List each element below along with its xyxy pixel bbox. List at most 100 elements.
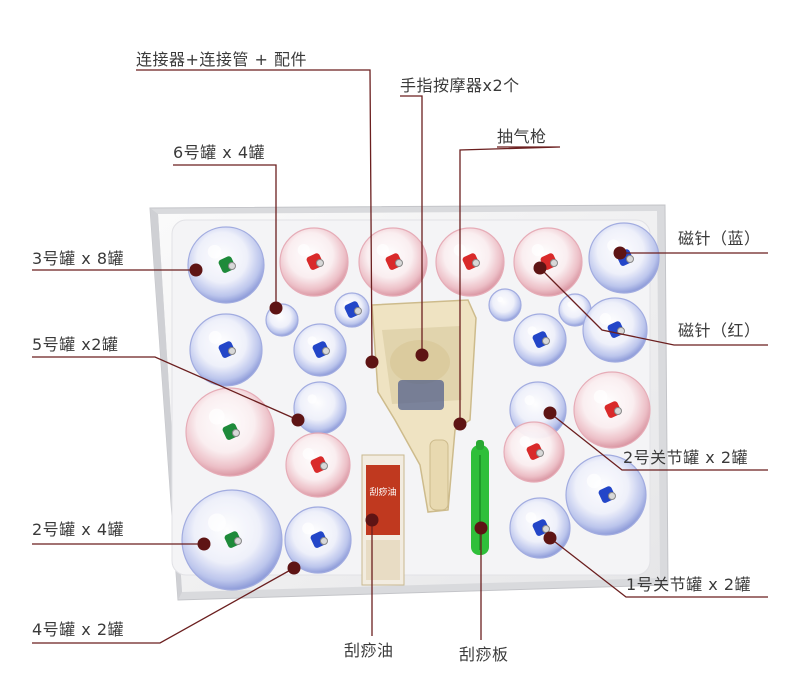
marker-dot: [474, 521, 488, 535]
oil-box-text: 刮痧油: [369, 486, 396, 498]
valve-magnet-ball: [320, 537, 328, 545]
valve-magnet-ball: [542, 525, 550, 533]
jar-highlight: [567, 301, 574, 308]
cupping-jar: [185, 387, 275, 477]
jar-highlight: [599, 313, 612, 325]
jar-highlight: [376, 243, 389, 257]
valve-magnet-ball: [228, 347, 236, 355]
valve-magnet-ball: [614, 407, 622, 415]
leader-line: [32, 356, 299, 421]
leader-line: [400, 95, 423, 355]
cupping-jar: [503, 421, 565, 483]
marker-dot: [415, 348, 429, 362]
cupping-jar: [279, 227, 349, 297]
label-magnet-blue: 磁针（蓝）: [678, 229, 761, 248]
cupping-jar: [488, 288, 522, 322]
jar-highlight: [307, 394, 317, 404]
label-cup-2: 2号罐 x 4罐: [32, 520, 125, 539]
label-cup-3: 3号罐 x 8罐: [32, 249, 125, 268]
jar-highlight: [525, 512, 537, 523]
valve-magnet-ball: [234, 537, 242, 545]
marker-dot: [533, 261, 547, 275]
cupping-jar: [565, 454, 647, 536]
cupping-jar: [582, 297, 648, 363]
marker-dot: [291, 413, 305, 427]
label-joint-cup-1: 1号关节罐 x 2罐: [626, 575, 752, 594]
marker-dot: [365, 355, 379, 369]
valve-magnet-ball: [316, 259, 324, 267]
leader-line: [549, 537, 768, 598]
label-scraping-board: 刮痧板: [459, 645, 509, 664]
jar-highlight: [208, 408, 225, 425]
label-magnet-red: 磁针（红）: [678, 321, 761, 340]
jar-highlight: [524, 395, 535, 406]
leader-line: [459, 146, 561, 424]
jar-highlight: [302, 448, 315, 460]
valve-magnet-ball: [322, 347, 330, 355]
valve-magnet-ball: [542, 337, 550, 345]
cupping-jar: [285, 432, 351, 498]
cupping-jar: [573, 371, 651, 449]
cupping-jar: [293, 381, 347, 435]
cupping-jar: [334, 292, 370, 328]
jar-highlight: [586, 473, 602, 489]
pump-gun: [371, 299, 477, 513]
valve-magnet-ball: [550, 259, 558, 267]
marker-dot: [189, 263, 203, 277]
leader-line: [549, 412, 768, 471]
label-pump-gun: 抽气枪: [497, 127, 547, 146]
jar-highlight: [297, 243, 310, 257]
label-finger-massager: 手指按摩器x2个: [400, 76, 520, 95]
marker-dot: [543, 406, 557, 420]
scraper-board: [471, 440, 489, 555]
valve-magnet-ball: [536, 449, 544, 457]
valve-magnet-ball: [320, 462, 328, 470]
cupping-jar: [513, 227, 583, 297]
label-joint-cup-2: 2号关节罐 x 2罐: [623, 448, 749, 467]
jar-highlight: [302, 522, 315, 535]
valve-magnet-ball: [626, 255, 634, 263]
valve-magnet-ball: [395, 259, 403, 267]
cupping-jar: [293, 323, 347, 377]
cupping-jar: [187, 226, 265, 304]
valve-magnet-ball: [228, 262, 236, 270]
jar-highlight: [527, 326, 537, 336]
valve-magnet-ball: [232, 429, 240, 437]
leader-line: [539, 267, 768, 346]
valve-magnet-ball: [608, 492, 616, 500]
marker-dot: [613, 246, 627, 260]
marker-dot: [287, 561, 301, 575]
cupping-jar: [513, 313, 567, 367]
jar-highlight: [531, 243, 544, 257]
cupping-jar: [181, 489, 283, 591]
label-scraping-oil: 刮痧油: [344, 641, 394, 660]
marker-dot: [269, 301, 283, 315]
label-cup-4: 4号罐 x 2罐: [32, 620, 125, 639]
valve-magnet-ball: [472, 259, 480, 267]
jar-highlight: [593, 389, 608, 404]
marker-dot: [453, 417, 467, 431]
jar-highlight: [519, 436, 531, 447]
jar-highlight: [307, 336, 317, 346]
jar-body: [488, 288, 522, 322]
leader-line: [32, 567, 295, 644]
leader-line: [136, 69, 373, 363]
jar-highlight: [208, 513, 226, 532]
label-cup-5: 5号罐 x2罐: [32, 335, 119, 354]
leader-line: [173, 164, 277, 308]
jar-body: [293, 381, 347, 435]
jar-highlight: [497, 296, 504, 303]
valve-magnet-ball: [354, 307, 362, 315]
jar-highlight: [208, 330, 222, 344]
label-cup-6: 6号罐 x 4罐: [173, 143, 266, 162]
marker-dot: [543, 531, 557, 545]
jar-highlight: [207, 244, 222, 259]
marker-dot: [197, 537, 211, 551]
label-connector: 连接器+连接管 + 配件: [136, 50, 307, 69]
cupping-jar: [358, 227, 428, 297]
cupping-jar: [189, 313, 263, 387]
cupping-jar: [284, 506, 352, 574]
cupping-jar: [435, 227, 505, 297]
